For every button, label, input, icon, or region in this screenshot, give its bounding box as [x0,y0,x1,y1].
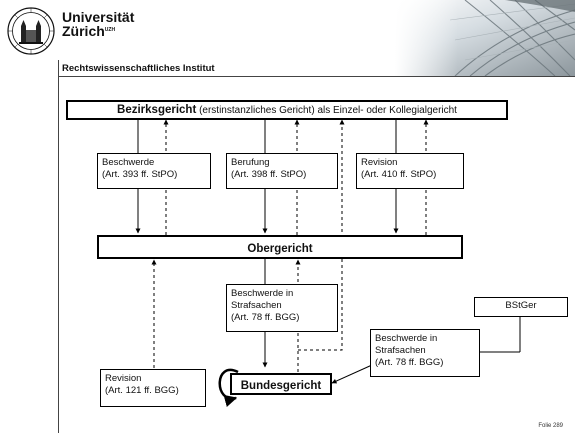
institute-name: Rechtswissenschaftliches Institut [62,63,215,74]
beschwerde-strafsachen-2-line1: Beschwerde in [375,333,438,344]
bundesgericht-box: Bundesgericht [230,373,332,395]
bundesgericht-label: Bundesgericht [240,380,322,392]
beschwerde-strafsachen-2-article: (Art. 78 ff. BGG) [375,357,444,368]
berufung-article: (Art. 398 ff. StPO) [231,169,307,180]
beschwerde-strafsachen-1-line1: Beschwerde in [231,288,294,299]
berufung-label: Berufung [231,157,270,168]
university-seal-icon [7,7,55,55]
obergericht-box: Obergericht [97,235,463,259]
header: Universität ZürichUZH Rechtswissenschaft… [0,0,575,82]
beschwerde-label: Beschwerde [102,157,155,168]
header-photo [395,0,575,76]
slide-number: Folie 289 [538,423,563,429]
university-superscript: UZH [104,27,116,33]
beschwerde-strafsachen-2-line2: Strafsachen [375,345,426,356]
left-divider [58,60,59,433]
bstger-label: BStGer [505,300,537,311]
revision-top-label: Revision [361,157,398,168]
berufung-box: Berufung (Art. 398 ff. StPO) [226,153,338,189]
university-name-line2: Zürich [62,23,105,39]
beschwerde-strafsachen-box-2: Beschwerde in Strafsachen (Art. 78 ff. B… [370,329,480,377]
revision-top-article: (Art. 410 ff. StPO) [361,169,437,180]
bezirksgericht-box: Bezirksgericht (erstinstanzliches Gerich… [66,100,508,120]
revision-bottom-box: Revision (Art. 121 ff. BGG) [100,369,206,407]
beschwerde-strafsachen-1-article: (Art. 78 ff. BGG) [231,312,300,323]
revision-bottom-label: Revision [105,373,142,384]
beschwerde-strafsachen-1-line2: Strafsachen [231,300,282,311]
obergericht-label: Obergericht [247,243,313,255]
university-name: Universität ZürichUZH [62,10,134,38]
beschwerde-strafsachen-box-1: Beschwerde in Strafsachen (Art. 78 ff. B… [226,284,338,332]
bstger-box: BStGer [474,297,568,317]
university-name-line1: Universität [62,9,135,25]
bezirksgericht-description: (erstinstanzliches Gericht) als Einzel- … [196,105,457,116]
revision-bottom-article: (Art. 121 ff. BGG) [105,385,179,396]
bezirksgericht-label: Bezirksgericht [117,104,197,116]
beschwerde-article: (Art. 393 ff. StPO) [102,169,178,180]
revision-top-box: Revision (Art. 410 ff. StPO) [356,153,464,189]
beschwerde-box: Beschwerde (Art. 393 ff. StPO) [97,153,211,189]
header-divider [58,76,575,77]
